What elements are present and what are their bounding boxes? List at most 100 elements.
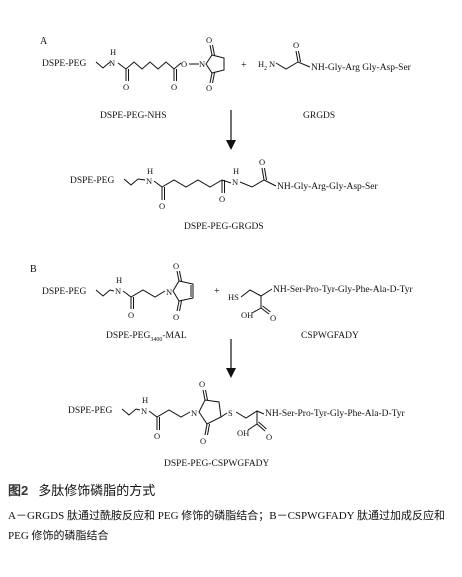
dspe-peg-mal-structure: DSPE-PEG H N O N O O <box>42 261 194 322</box>
atom-n: N <box>269 59 275 69</box>
bond <box>176 300 180 312</box>
figure-number: 图2 <box>8 483 29 498</box>
atom-o: O <box>128 310 134 320</box>
bond <box>123 178 139 186</box>
bond <box>258 421 267 430</box>
bond <box>209 72 213 84</box>
peptide-chain: NH-Ser-Pro-Tyr-Gly-Phe-Ala-D-Tyr <box>273 285 414 295</box>
bond <box>204 423 208 436</box>
cysteine-chain <box>235 410 265 419</box>
atom-n: N <box>166 287 172 297</box>
bond <box>135 408 141 411</box>
bond <box>109 289 115 292</box>
atom-oh: OH <box>237 428 249 438</box>
succinimide-ring <box>205 54 225 74</box>
panel-b: B DSPE-PEG H N O N O O DSPE-PEG3400-MAL … <box>30 261 414 469</box>
atom-o: O <box>199 379 205 389</box>
reaction-arrow-b <box>226 339 236 378</box>
atom-o: O <box>206 83 212 93</box>
atom-h: H <box>142 395 148 405</box>
atom-h: H <box>233 166 239 176</box>
atom-n: N <box>141 406 147 416</box>
glutaryl-chain <box>153 179 232 188</box>
peptide-chain: NH-Ser-Pro-Tyr-Gly-Phe-Ala-D-Tyr <box>265 409 406 419</box>
atom-o: O <box>270 313 276 323</box>
bond <box>220 412 228 418</box>
glycine-chain <box>275 61 311 70</box>
bond <box>176 270 180 282</box>
peg-label: DSPE-PEG <box>68 406 112 416</box>
peptide-chain: NH-Gly-Arg Gly-Asp-Ser <box>311 63 412 73</box>
panel-b-label: B <box>30 264 37 275</box>
atom-s: S <box>228 408 233 418</box>
bond <box>209 44 213 56</box>
reaction-arrow-a <box>226 110 236 150</box>
bond <box>260 307 270 315</box>
atom-o: O <box>123 82 129 92</box>
bond <box>205 389 208 401</box>
atom-o: O <box>171 82 177 92</box>
bond <box>264 167 267 181</box>
bond <box>261 167 265 181</box>
bond <box>262 305 271 313</box>
grgds-structure: H 2 N O NH-Gly-Arg Gly-Asp-Ser <box>258 40 412 73</box>
atom-hs: HS <box>228 292 239 302</box>
bond <box>202 389 206 401</box>
atom-h: H <box>258 59 264 69</box>
bond <box>247 423 258 431</box>
dspe-peg-cspwgfady-structure: DSPE-PEG H N O N O O S NH-Ser-Pro-Tyr-Gl… <box>68 379 406 446</box>
bond <box>95 289 111 297</box>
grgds-name: GRGDS <box>303 111 335 121</box>
atom-n: N <box>191 408 197 418</box>
glutaryl-chain <box>117 61 182 70</box>
atom-o: O <box>173 312 179 322</box>
atom-o: O <box>173 261 179 271</box>
bond <box>295 50 299 63</box>
propionyl-chain <box>122 289 166 298</box>
cspwgfady-structure: HS NH-Ser-Pro-Tyr-Gly-Phe-Ala-D-Tyr OH O <box>228 285 414 323</box>
propionyl-chain <box>148 409 191 418</box>
atom-h: H <box>147 166 153 176</box>
maleimide-ring <box>172 280 194 302</box>
name-subscript: 3400 <box>150 337 162 343</box>
atom-o: O <box>293 40 299 50</box>
cysteine-chain <box>240 288 273 298</box>
plus-sign: + <box>241 60 247 71</box>
dspe-peg-grgds-structure: DSPE-PEG H N O O H N O NH-Gly-Arg-Gly-As… <box>70 157 378 211</box>
bond <box>179 300 182 312</box>
bond <box>212 72 215 84</box>
atom-n: N <box>232 177 238 187</box>
atom-oh: OH <box>241 310 253 320</box>
bond <box>179 270 182 282</box>
bond <box>212 44 215 56</box>
peg-label: DSPE-PEG <box>70 176 114 186</box>
atom-n: N <box>115 286 121 296</box>
atom-n: N <box>199 59 205 69</box>
dspe-peg-nhs-structure: DSPE-PEG H N O O O N O O <box>42 35 225 93</box>
atom-o: O <box>206 35 212 45</box>
cspwgfady-name: CSPWGFADY <box>301 331 359 341</box>
bond <box>251 307 262 314</box>
atom-o: O <box>219 194 225 204</box>
bond <box>137 178 146 181</box>
bond <box>256 423 266 432</box>
glycine-chain <box>239 179 277 188</box>
atom-o: O <box>181 59 187 69</box>
reaction-scheme: A DSPE-PEG H N O O O N O O DSPE-PEG-NHS <box>30 35 414 469</box>
dspe-peg-grgds-name: DSPE-PEG-GRGDS <box>184 222 264 232</box>
bond <box>207 423 210 436</box>
atom-h: H <box>110 47 116 57</box>
name-tail: -MAL <box>162 331 186 341</box>
atom-o: O <box>200 436 206 446</box>
panel-a: A DSPE-PEG H N O O O N O O DSPE-PEG-NHS <box>40 35 412 232</box>
bond <box>95 61 111 69</box>
atom-o: O <box>259 157 265 167</box>
succinimide-ring <box>198 399 222 425</box>
name-main: DSPE-PEG <box>106 331 150 341</box>
dspe-peg-cspwgfady-name: DSPE-PEG-CSPWGFADY <box>164 459 270 469</box>
atom-o: O <box>266 432 272 442</box>
dspe-peg-nhs-name: DSPE-PEG-NHS <box>100 111 167 121</box>
dspe-peg-mal-name: DSPE-PEG3400-MAL <box>106 331 187 343</box>
